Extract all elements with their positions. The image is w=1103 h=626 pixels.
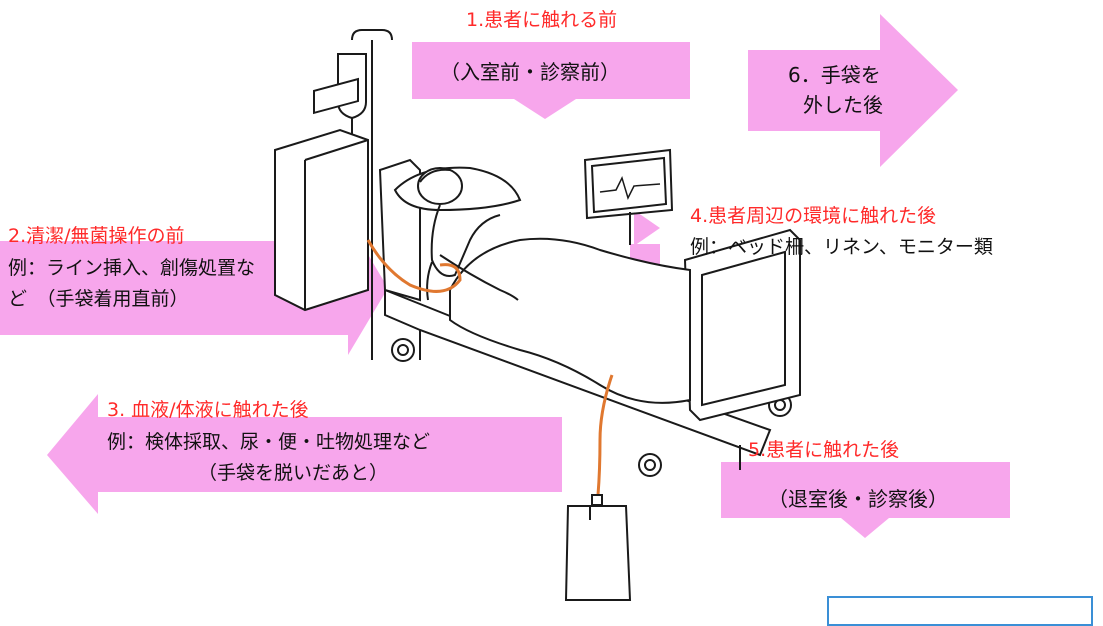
scene [0, 14, 1010, 601]
iv-tube [366, 239, 462, 293]
arrow-moment-4 [634, 210, 660, 246]
corner-box [827, 596, 1093, 626]
moment-6-detail-line-2: 外した後 [803, 93, 883, 117]
moment-1-label: 1.患者に触れる前 [466, 9, 618, 31]
moment-3-label: 3. 血液/体液に触れた後 [107, 399, 309, 421]
moment-4-detail: 例：ベッド柵、リネン、モニター類 [690, 236, 993, 258]
blanket [449, 237, 691, 404]
arrows [0, 14, 1010, 538]
arrow-moment-1 [412, 42, 690, 119]
cardiac-monitor-icon [583, 148, 674, 245]
arrow-moment-3 [47, 394, 562, 514]
moment-4-label: 4.患者周辺の環境に触れた後 [690, 205, 937, 227]
iv-hook [351, 29, 393, 41]
moment-2-label: 2.清潔/無菌操作の前 [8, 225, 185, 247]
equipment-cabinet-icon [274, 77, 369, 312]
patient-arm [439, 254, 519, 301]
urine-tube [596, 374, 614, 496]
moment-3-detail-line-1: 例：検体採取、尿・便・吐物処理など [107, 431, 431, 453]
urine-bag-icon [564, 494, 632, 601]
moment-2-detail-line-1: 例：ライン挿入、創傷処置な [8, 257, 256, 279]
moment-3-detail-line-2: （手袋を脱いだあと） [198, 462, 389, 484]
moment-2-detail-line-2: ど （手袋着用直前） [8, 288, 189, 310]
moment-6-detail-line-1: 6．手袋を [788, 63, 881, 87]
patient-head [417, 167, 463, 205]
arrow-moment-5 [721, 462, 1010, 538]
tubes [366, 239, 614, 496]
arrow-moment-6 [748, 14, 958, 167]
moment-1-detail: （入室前・診察前） [440, 60, 620, 84]
moment-5-label: 5.患者に触れた後 [748, 439, 900, 461]
patient-icon [393, 166, 691, 404]
moment-5-detail: （退室後・診察後） [768, 487, 948, 511]
patient-body [430, 204, 501, 277]
